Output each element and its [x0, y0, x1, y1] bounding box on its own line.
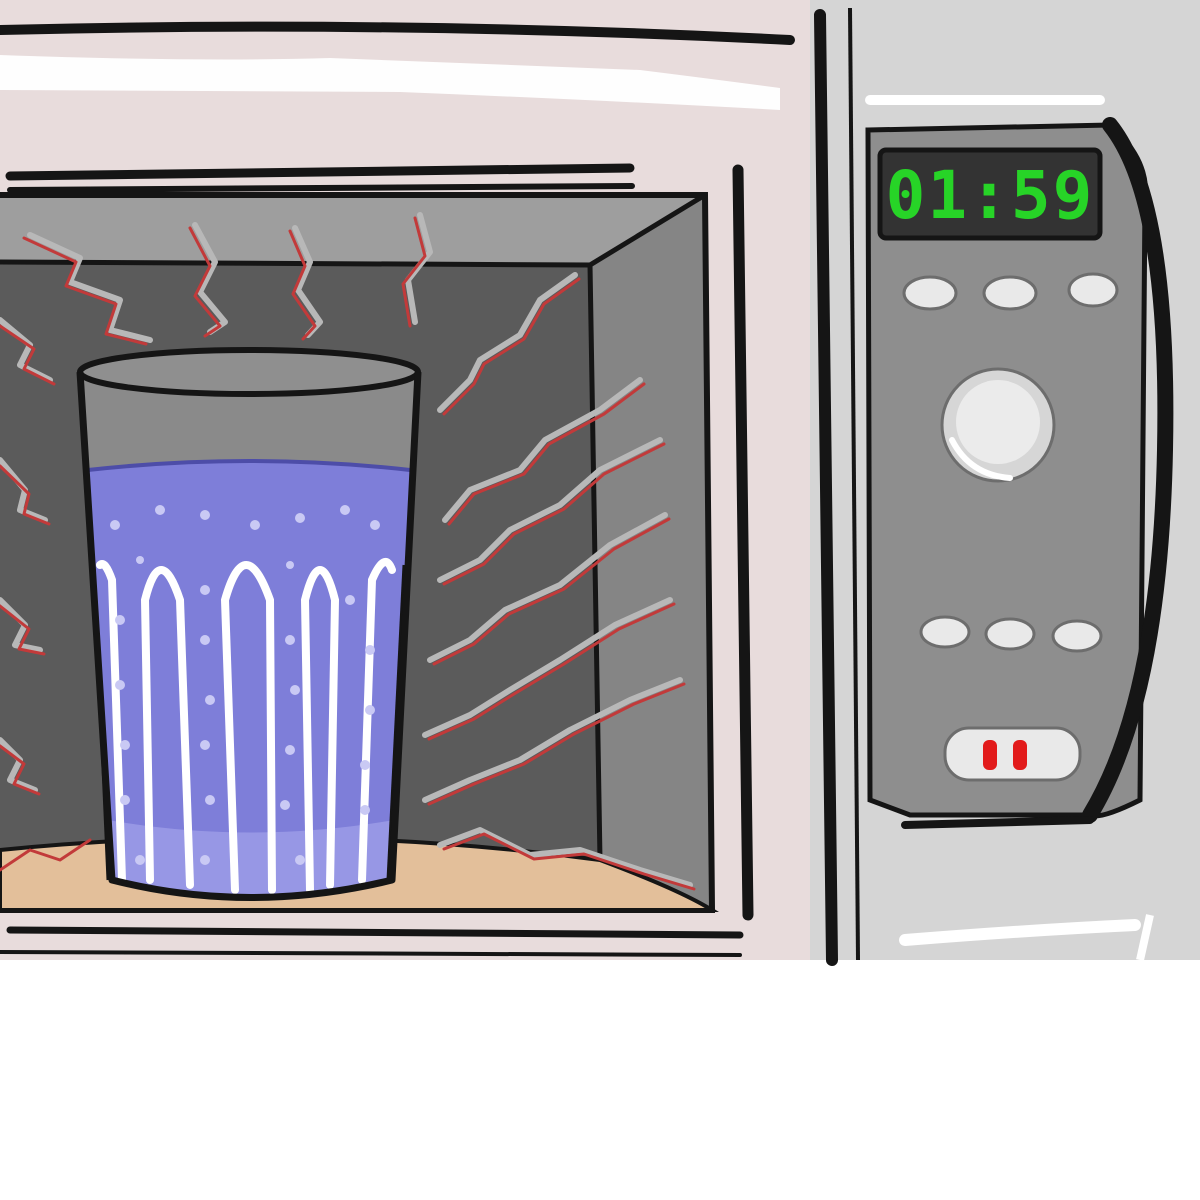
push-button-icon — [902, 272, 1119, 782]
door-frame — [0, 163, 754, 957]
lower-button-2[interactable] — [984, 617, 1036, 651]
lower-button-3[interactable] — [1051, 619, 1103, 653]
lower-button-1[interactable] — [919, 615, 971, 649]
indicator-light-1 — [983, 740, 997, 770]
glass-of-water-icon — [76, 347, 422, 901]
heat-wave-icon — [0, 212, 696, 891]
timer-readout: 01:59 — [886, 157, 1095, 234]
start-button[interactable] — [943, 726, 1082, 782]
timer-display: 01:59 — [877, 147, 1103, 241]
indicator-light-2 — [1013, 740, 1027, 770]
bubbles — [110, 505, 380, 865]
top-button-3[interactable] — [1067, 272, 1119, 308]
dial-knob-icon[interactable] — [940, 367, 1056, 483]
top-button-2[interactable] — [982, 275, 1038, 311]
top-button-1[interactable] — [902, 275, 958, 311]
